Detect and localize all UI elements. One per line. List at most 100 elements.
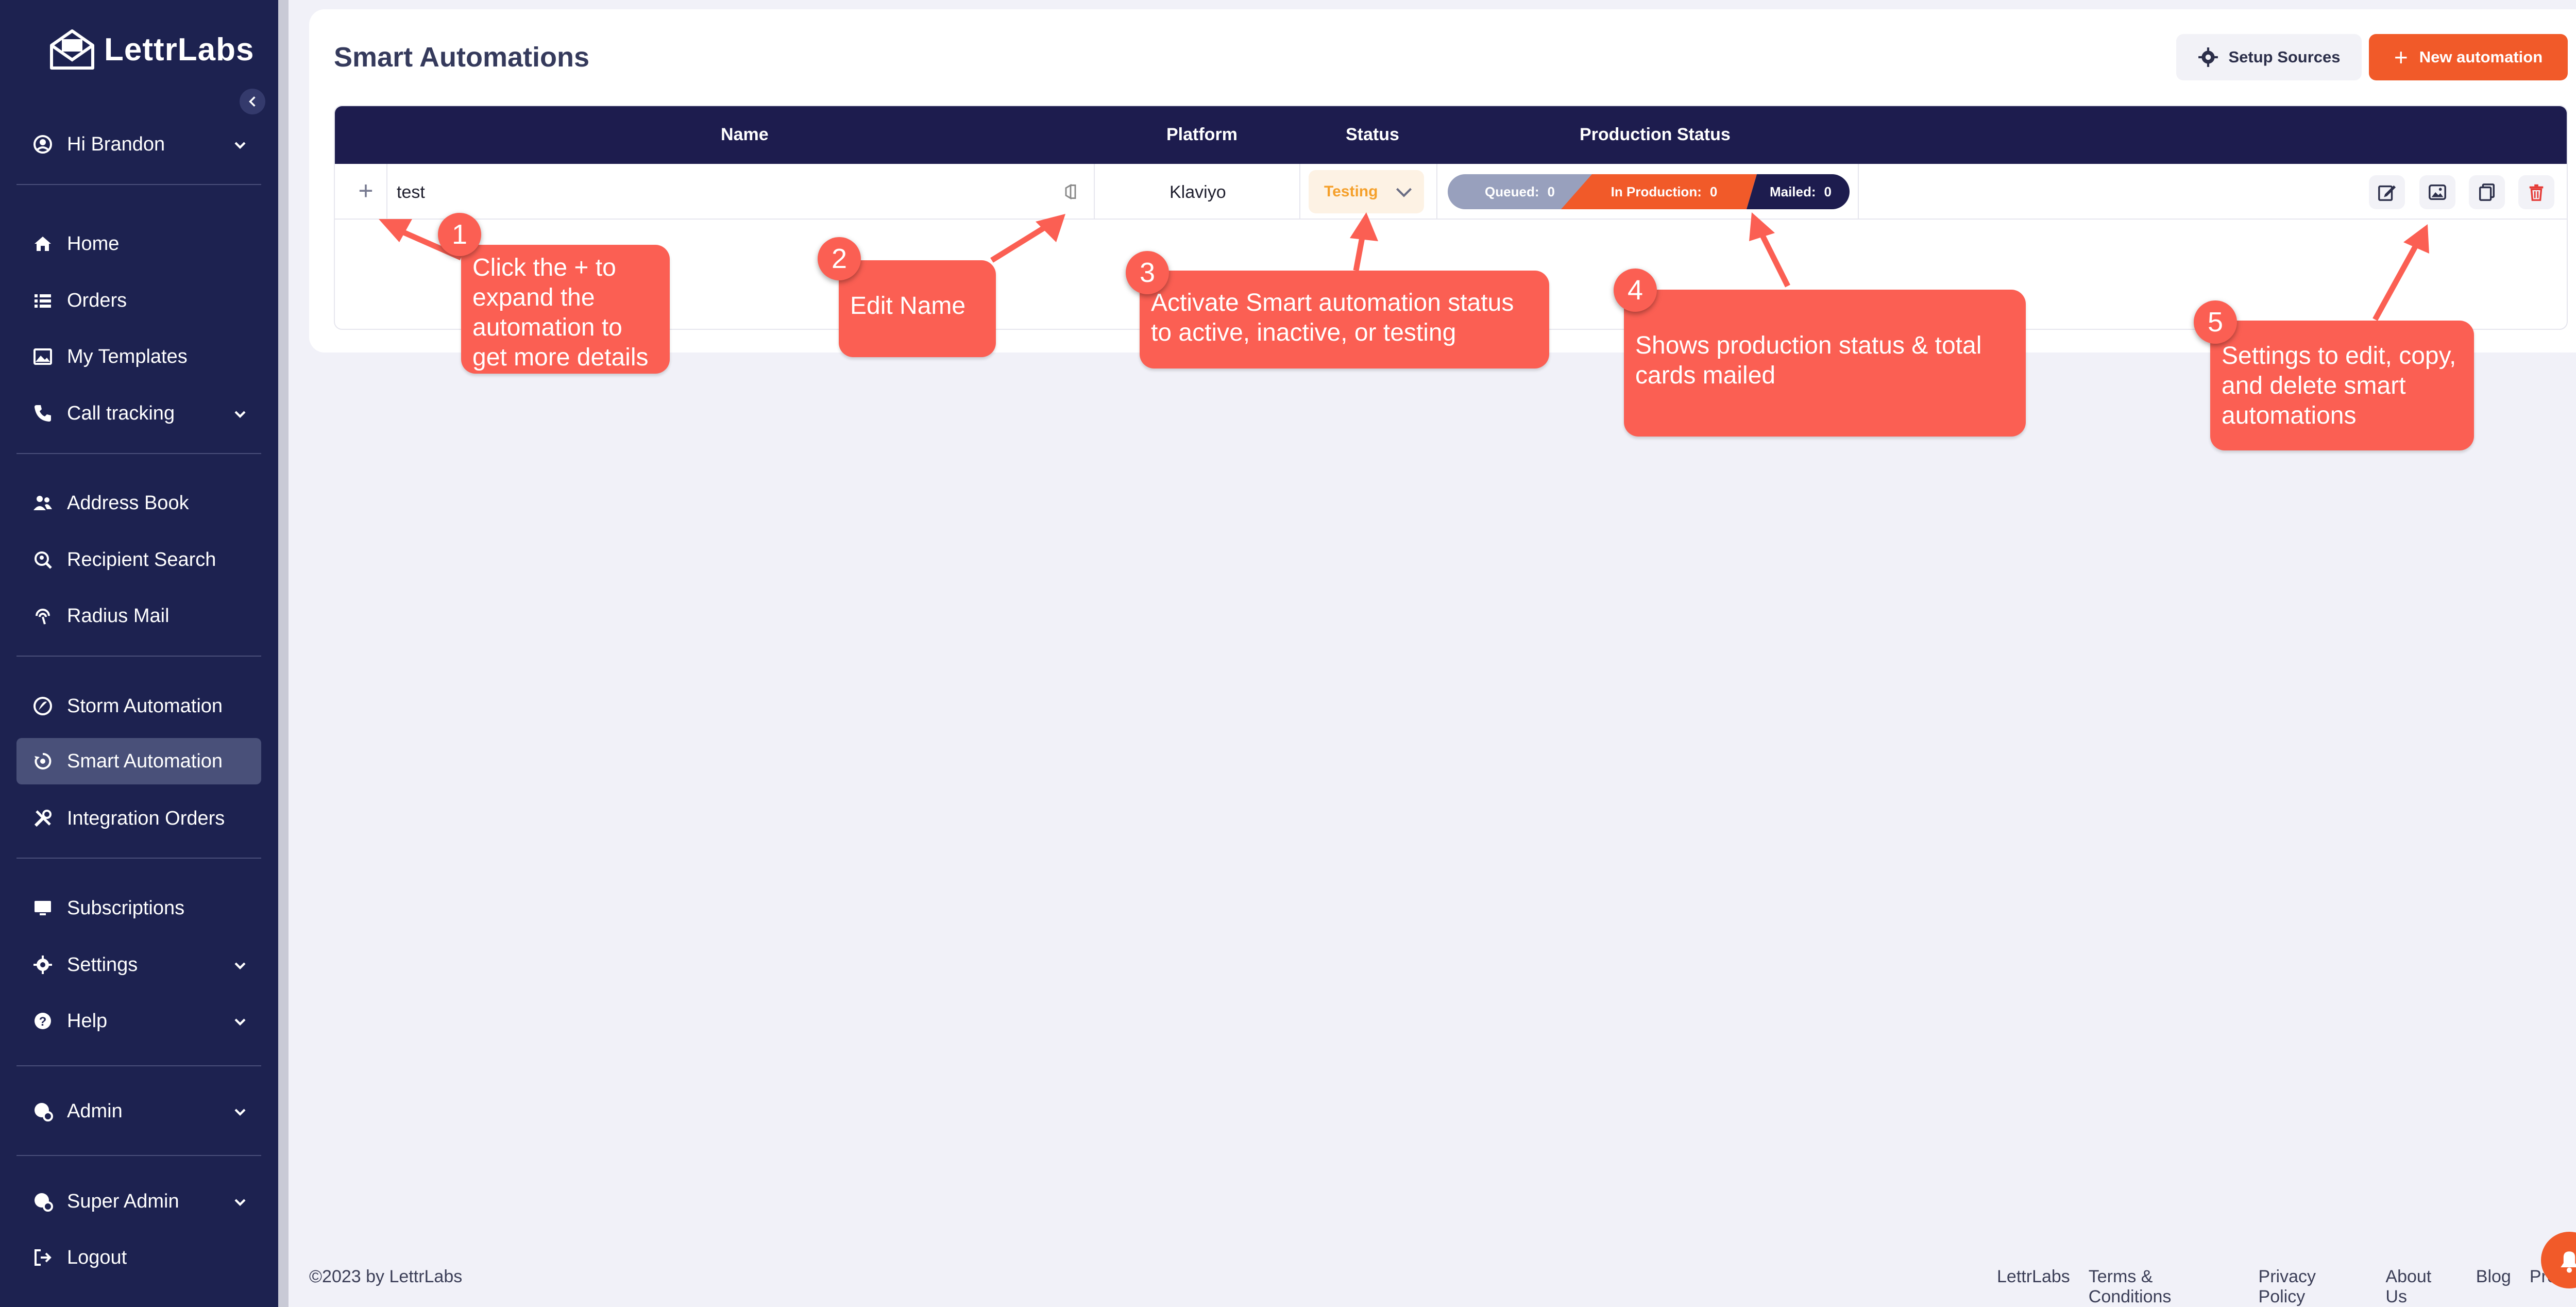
admin-icon [30,1098,56,1124]
queued-label: Queued: [1485,183,1539,199]
sidebar-item-subscriptions[interactable]: Subscriptions [16,885,261,931]
in-production-segment: In Production: 0 [1561,174,1757,209]
in-production-label: In Production: [1611,183,1702,199]
sidebar-item-orders[interactable]: Orders [16,277,261,324]
callout-badge-3: 3 [1126,251,1169,294]
sidebar-item-label: Integration Orders [67,807,225,829]
column-header-production-status[interactable]: Production Status [1580,125,1731,144]
chevron-down-icon [1396,188,1412,197]
sidebar-item-label: Recipient Search [67,548,216,571]
sidebar-item-integration-orders[interactable]: Integration Orders [16,795,261,842]
sidebar-item-help[interactable]: ? Help [16,998,261,1044]
mailed-count: 0 [1824,183,1832,199]
cell-separator [1436,164,1437,220]
home-icon [30,231,56,257]
sidebar-item-my-templates[interactable]: My Templates [16,333,261,380]
smart-automation-icon [30,748,56,774]
expand-row-button[interactable]: + [358,176,374,205]
footer-link-privacy[interactable]: Privacy Policy [2258,1267,2316,1306]
callout-2: Edit Name [839,260,996,357]
edit-name-icon[interactable] [1061,182,1080,201]
sidebar-item-smart-automation[interactable]: Smart Automation [16,738,261,784]
mailed-label: Mailed: [1769,183,1816,199]
chevron-down-icon [234,1199,246,1206]
sidebar-divider [16,1065,261,1066]
callout-badge-2: 2 [818,237,861,280]
column-header-platform[interactable]: Platform [1166,125,1238,144]
page-title: Smart Automations [334,42,590,73]
footer-copyright: ©2023 by LettrLabs [309,1267,463,1286]
chevron-down-icon [234,1109,246,1116]
callout-3: Activate Smart automation status to acti… [1140,271,1549,368]
footer-link-about[interactable]: About Us [2385,1267,2432,1306]
chevron-down-icon [234,962,246,969]
tools-icon [30,806,56,831]
sidebar-item-home[interactable]: Home [16,221,261,267]
sidebar-item-label: Smart Automation [67,750,223,772]
setup-sources-button[interactable]: Setup Sources [2176,34,2362,80]
setup-sources-label: Setup Sources [2228,48,2341,66]
edit-button[interactable] [2369,175,2405,209]
sidebar-divider [16,1155,261,1156]
chevron-down-icon [234,411,246,418]
image-icon [2429,184,2446,200]
column-header-status[interactable]: Status [1346,125,1399,144]
sidebar-item-logout[interactable]: Logout [16,1234,261,1281]
sidebar-item-storm-automation[interactable]: Storm Automation [16,683,261,729]
sidebar-item-label: My Templates [67,345,188,367]
sidebar-item-settings[interactable]: Settings [16,942,261,988]
new-automation-button[interactable]: + New automation [2369,34,2568,80]
sidebar-item-label: Admin [67,1100,123,1122]
plus-icon: + [2394,44,2408,71]
user-circle-icon [30,131,56,157]
sidebar-item-label: Radius Mail [67,605,170,627]
sidebar-item-address-book[interactable]: Address Book [16,480,261,526]
radius-icon [30,603,56,629]
sidebar-item-super-admin[interactable]: Super Admin [16,1178,261,1225]
sidebar-item-recipient-search[interactable]: Recipient Search [16,537,261,583]
chevron-left-icon [249,96,256,107]
copy-button[interactable] [2469,175,2505,209]
help-icon: ? [30,1008,56,1034]
sidebar-item-radius-mail[interactable]: Radius Mail [16,593,261,639]
image-button[interactable] [2419,175,2455,209]
callout-badge-4: 4 [1614,269,1657,312]
sidebar-divider [16,858,261,859]
logo[interactable]: LettrLabs [47,25,254,74]
super-admin-icon [30,1188,56,1214]
footer-link-lettrlabs[interactable]: LettrLabs [1997,1267,2070,1286]
gear-icon [30,952,56,978]
automations-table: Name Platform Status Production Status +… [334,105,2568,330]
column-header-name[interactable]: Name [721,125,769,144]
sidebar-item-admin[interactable]: Admin [16,1088,261,1134]
delete-button[interactable] [2518,175,2554,209]
sidebar-item-label: Call tracking [67,402,175,424]
logo-text: LettrLabs [104,31,255,68]
phone-icon [30,400,56,426]
footer-link-blog[interactable]: Blog [2476,1267,2511,1286]
search-location-icon [30,547,56,573]
cell-separator [386,164,387,220]
user-menu[interactable]: Hi Brandon [16,121,261,167]
svg-text:?: ? [39,1015,47,1029]
automation-name: test [397,182,425,202]
callout-4: Shows production status & total cards ma… [1624,290,2026,437]
sidebar-divider [16,184,261,185]
chevron-down-icon [234,1018,246,1026]
sidebar-edge [278,0,289,1307]
storm-icon [30,693,56,719]
collapse-sidebar-button[interactable] [240,89,265,114]
sidebar-item-label: Subscriptions [67,897,185,919]
sidebar-divider [16,656,261,657]
chevron-down-icon [234,142,246,149]
mailed-segment: Mailed: 0 [1747,174,1850,209]
sidebar-item-call-tracking[interactable]: Call tracking [16,390,261,437]
sidebar: LettrLabs Hi Brandon Home Orders My Temp… [0,0,278,1307]
sidebar-item-label: Home [67,232,120,255]
in-production-count: 0 [1709,183,1718,199]
logout-icon [30,1245,56,1270]
footer-link-terms[interactable]: Terms & Conditions [2088,1267,2172,1306]
footer-links: LettrLabs Terms & Conditions Privacy Pol… [1997,1267,2576,1307]
monitor-icon [30,895,56,921]
status-select[interactable]: Testing [1309,170,1424,213]
